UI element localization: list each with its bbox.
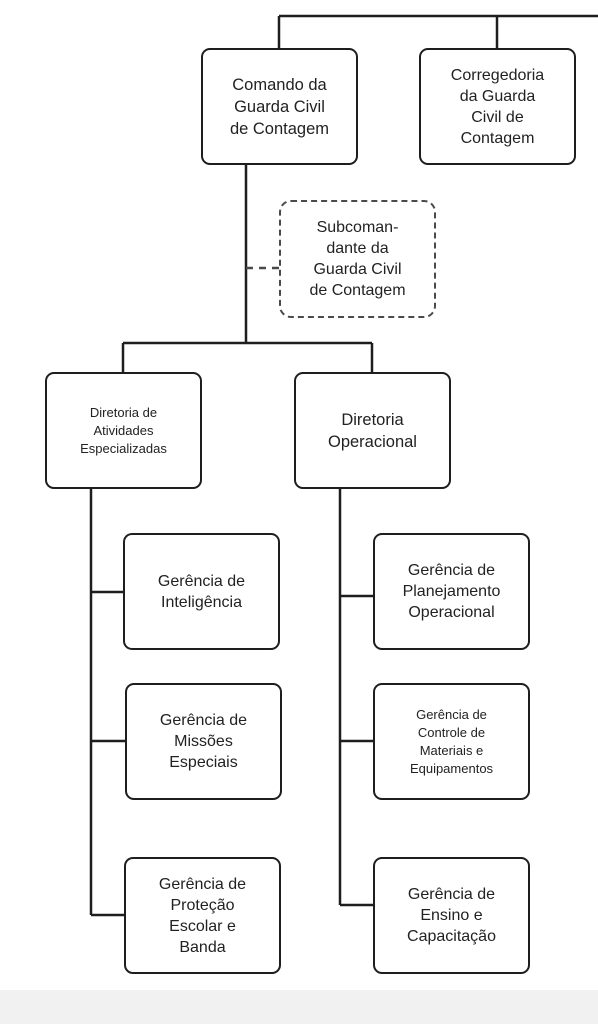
node-gerencia-inteligencia: Gerência de Inteligência: [123, 533, 280, 650]
node-gerencia-planejamento: Gerência de Planejamento Operacional: [373, 533, 530, 650]
node-gerencia-missoes: Gerência de Missões Especiais: [125, 683, 282, 800]
node-diretoria-atividades: Diretoria de Atividades Especializadas: [45, 372, 202, 489]
node-subcomandante: Subcoman- dante da Guarda Civil de Conta…: [279, 200, 436, 318]
node-comando: Comando da Guarda Civil de Contagem: [201, 48, 358, 165]
node-gerencia-ensino: Gerência de Ensino e Capacitação: [373, 857, 530, 974]
page-bottom-margin: [0, 990, 598, 1024]
node-gerencia-protecao: Gerência de Proteção Escolar e Banda: [124, 857, 281, 974]
node-diretoria-operacional: Diretoria Operacional: [294, 372, 451, 489]
node-gerencia-controle: Gerência de Controle de Materiais e Equi…: [373, 683, 530, 800]
node-corregedoria: Corregedoria da Guarda Civil de Contagem: [419, 48, 576, 165]
